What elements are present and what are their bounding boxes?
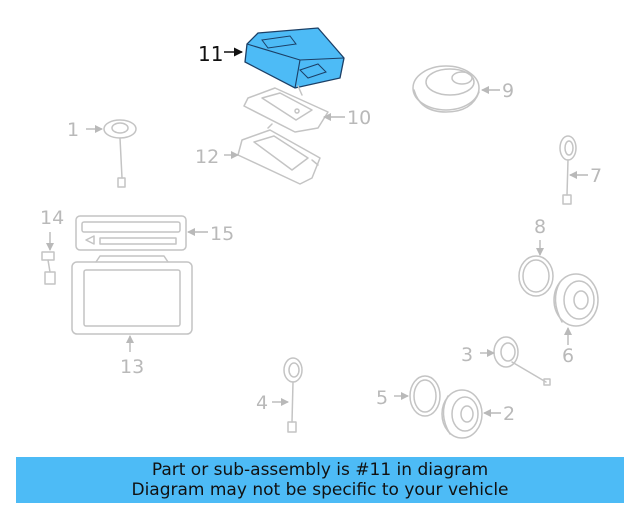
part-11-module[interactable] xyxy=(244,27,345,89)
callout-3[interactable]: 3 xyxy=(461,344,473,366)
callout-13[interactable]: 13 xyxy=(120,356,144,378)
callout-8[interactable]: 8 xyxy=(534,216,546,238)
part-8-ring[interactable] xyxy=(518,255,554,297)
callout-6[interactable]: 6 xyxy=(562,345,574,367)
banner-line-2: Diagram may not be specific to your vehi… xyxy=(131,480,509,500)
part-15-head-unit[interactable] xyxy=(75,215,187,251)
part-10-bracket[interactable] xyxy=(243,85,329,133)
callout-4[interactable]: 4 xyxy=(256,392,268,414)
callout-9[interactable]: 9 xyxy=(502,80,514,102)
callout-15[interactable]: 15 xyxy=(210,223,234,245)
callout-12[interactable]: 12 xyxy=(195,146,219,168)
part-14-connector[interactable] xyxy=(41,251,56,285)
callout-5[interactable]: 5 xyxy=(376,387,388,409)
callout-10[interactable]: 10 xyxy=(347,107,371,129)
part-3-speaker[interactable] xyxy=(493,336,551,386)
part-13-display[interactable] xyxy=(71,255,193,335)
callout-11[interactable]: 11 xyxy=(198,42,223,66)
callout-1[interactable]: 1 xyxy=(67,119,79,141)
callout-14[interactable]: 14 xyxy=(40,207,64,229)
part-9-speaker[interactable] xyxy=(412,65,480,113)
part-5-ring[interactable] xyxy=(409,375,441,417)
part-1-tweeter[interactable] xyxy=(103,119,137,188)
part-7-speaker[interactable] xyxy=(559,135,577,205)
info-banner: Part or sub-assembly is #11 in diagram D… xyxy=(16,457,624,503)
part-2-woofer[interactable] xyxy=(441,389,483,439)
part-4-speaker[interactable] xyxy=(283,357,303,433)
callout-2[interactable]: 2 xyxy=(503,403,515,425)
banner-line-1: Part or sub-assembly is #11 in diagram xyxy=(151,460,489,480)
part-12-tray[interactable] xyxy=(237,123,321,185)
callout-7[interactable]: 7 xyxy=(590,165,602,187)
part-6-woofer[interactable] xyxy=(553,273,599,327)
